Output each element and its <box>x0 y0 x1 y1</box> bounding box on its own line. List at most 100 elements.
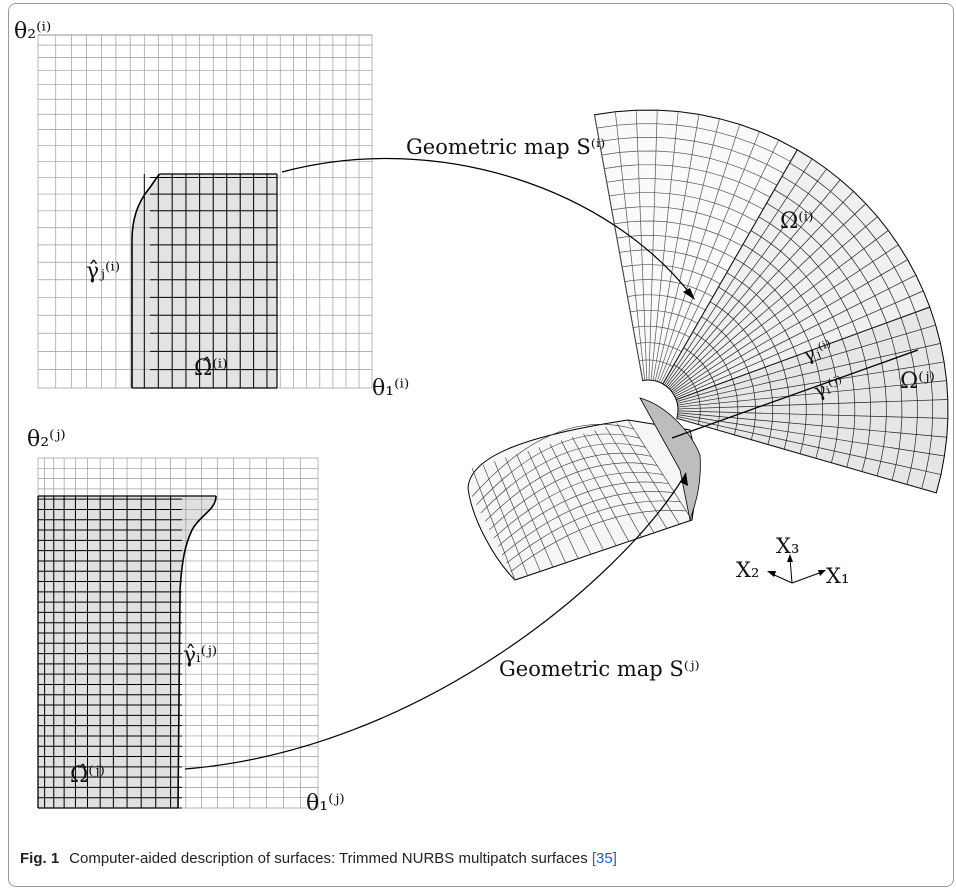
map-arrow-i-head <box>683 288 695 300</box>
surface-mesh-line <box>497 481 669 547</box>
surface-mesh-line <box>616 423 680 525</box>
surface-mesh-line <box>660 139 780 384</box>
surface-label-omega-i: Ω⁽ⁱ⁾ <box>780 209 813 234</box>
surface-patch-trough <box>467 419 697 581</box>
surface-mesh-line <box>718 286 782 362</box>
surface-mesh-line <box>714 385 720 430</box>
surface-mesh-line <box>648 110 658 381</box>
domain-label-i: Ω̂⁽ⁱ⁾ <box>194 356 227 381</box>
surface-mesh-line <box>650 111 679 381</box>
surface-mesh-line <box>609 192 757 222</box>
surface-mesh-line <box>604 164 771 198</box>
surface-mesh-line <box>658 131 760 383</box>
coordinate-triad: X₃ X₂ X₁ <box>736 534 849 588</box>
surface-mesh-line <box>900 317 918 485</box>
parameter-domain-i: θ₂⁽ⁱ⁾ θ₁⁽ⁱ⁾ Ω̂⁽ⁱ⁾ γ̂ⱼ⁽ⁱ⁾ <box>14 19 409 401</box>
surface-mesh-line <box>594 114 643 381</box>
interface-curve <box>671 349 919 439</box>
surface-mesh-line <box>672 244 899 394</box>
surface-mesh-line <box>677 380 947 408</box>
axis-x2-label: X₂ <box>736 558 759 582</box>
surface-junction <box>639 397 701 522</box>
figure-frame <box>8 3 954 887</box>
surface-mesh-line <box>677 416 942 475</box>
surface-mesh-line <box>476 433 640 505</box>
axis-label-theta1-i: θ₁⁽ⁱ⁾ <box>372 376 409 401</box>
surface-mesh-line <box>652 114 700 381</box>
surface-mesh-line <box>670 216 878 391</box>
surface-mesh-line <box>472 424 634 497</box>
axis-x3-label: X₃ <box>776 534 799 558</box>
surface-mesh-line <box>675 290 924 399</box>
surface-mesh-line <box>774 189 887 324</box>
surface-mesh-line <box>611 206 750 234</box>
surface-mesh-line <box>630 309 698 324</box>
surface-mesh-line <box>662 149 798 385</box>
surface-mesh-line <box>674 274 917 397</box>
surface-mesh-line <box>482 464 528 576</box>
trim-curve-label-j: γ̂ᵢ⁽ʲ⁾ <box>183 643 217 668</box>
surface-mesh-line <box>781 176 902 318</box>
map-label-i: Geometric map S⁽ⁱ⁾ <box>406 135 605 159</box>
surface-mesh-line <box>627 419 693 521</box>
surface-mesh-line <box>726 272 798 356</box>
surface-mesh-line <box>601 150 778 186</box>
surface-mesh-line <box>677 414 945 457</box>
axis-label-theta2-i: θ₂⁽ⁱ⁾ <box>14 19 51 44</box>
surface-mesh-line <box>549 443 604 551</box>
surface-mesh-line <box>471 467 516 581</box>
surface-mesh-line <box>677 343 941 404</box>
surface-label-omega-j: Ω⁽ʲ⁾ <box>900 369 935 394</box>
surface-mesh-line <box>583 433 642 538</box>
trim-curve-i <box>131 173 161 388</box>
surface-mesh-line <box>510 510 687 572</box>
surface-mesh-line <box>616 235 736 259</box>
surface-mesh-line <box>671 230 889 393</box>
citation-link[interactable]: [35] <box>591 850 617 867</box>
surface-mesh-line <box>696 391 701 425</box>
axis-label-theta1-j: θ₁⁽ʲ⁾ <box>306 791 345 816</box>
surface-mesh-line <box>766 202 873 329</box>
surface-mesh-line <box>886 322 903 481</box>
surface-mesh-line <box>494 461 541 572</box>
surface-mesh-line <box>664 158 813 386</box>
map-arrow-i <box>281 157 693 297</box>
surface-mesh-line <box>633 325 690 338</box>
trimmed-grid-i <box>132 173 278 389</box>
surface-mesh-line <box>654 118 720 381</box>
surface-mesh-line <box>480 443 646 514</box>
surface-mesh-line <box>677 410 948 419</box>
surface-mesh-line <box>915 312 934 489</box>
surface-mesh-line <box>506 500 681 564</box>
surface-mesh-line <box>758 216 858 334</box>
surface-mesh-line <box>484 453 652 522</box>
surface-mesh-line <box>856 333 871 472</box>
surface-mesh-line <box>516 454 566 563</box>
surface-mesh-line <box>599 136 784 174</box>
surface-mesh-line <box>656 124 741 382</box>
axis-label-theta2-j: θ₂⁽ʲ⁾ <box>27 427 66 452</box>
domain-label-j: Ω̂⁽ʲ⁾ <box>70 763 105 788</box>
surface-mesh-line <box>639 359 674 367</box>
surface-mesh-line <box>493 472 663 539</box>
surface-mesh-line <box>811 349 823 459</box>
multipatch-surface <box>467 109 949 581</box>
surface-mesh-line <box>596 123 791 162</box>
surface-mesh-line <box>709 301 766 368</box>
surface-mesh-line <box>673 259 908 396</box>
surface-mesh-line <box>676 306 930 401</box>
surface-mesh-line <box>572 436 630 542</box>
map-arrow-j <box>184 477 684 770</box>
surface-patch-omega-j <box>675 306 949 494</box>
surface-mesh-line <box>665 168 827 387</box>
surface-mesh-line <box>780 361 790 450</box>
surface-mesh-line <box>841 338 856 468</box>
surface-mesh-line <box>692 331 733 380</box>
surface-mesh-line <box>732 379 739 435</box>
surface-mesh-line <box>622 264 721 285</box>
surface-mesh-line <box>614 111 646 381</box>
surface-mesh-line <box>606 178 764 210</box>
surface-mesh-line <box>666 179 841 388</box>
trim-curve-label-i: γ̂ⱼ⁽ⁱ⁾ <box>86 259 120 284</box>
trim-curve-j <box>177 495 217 809</box>
